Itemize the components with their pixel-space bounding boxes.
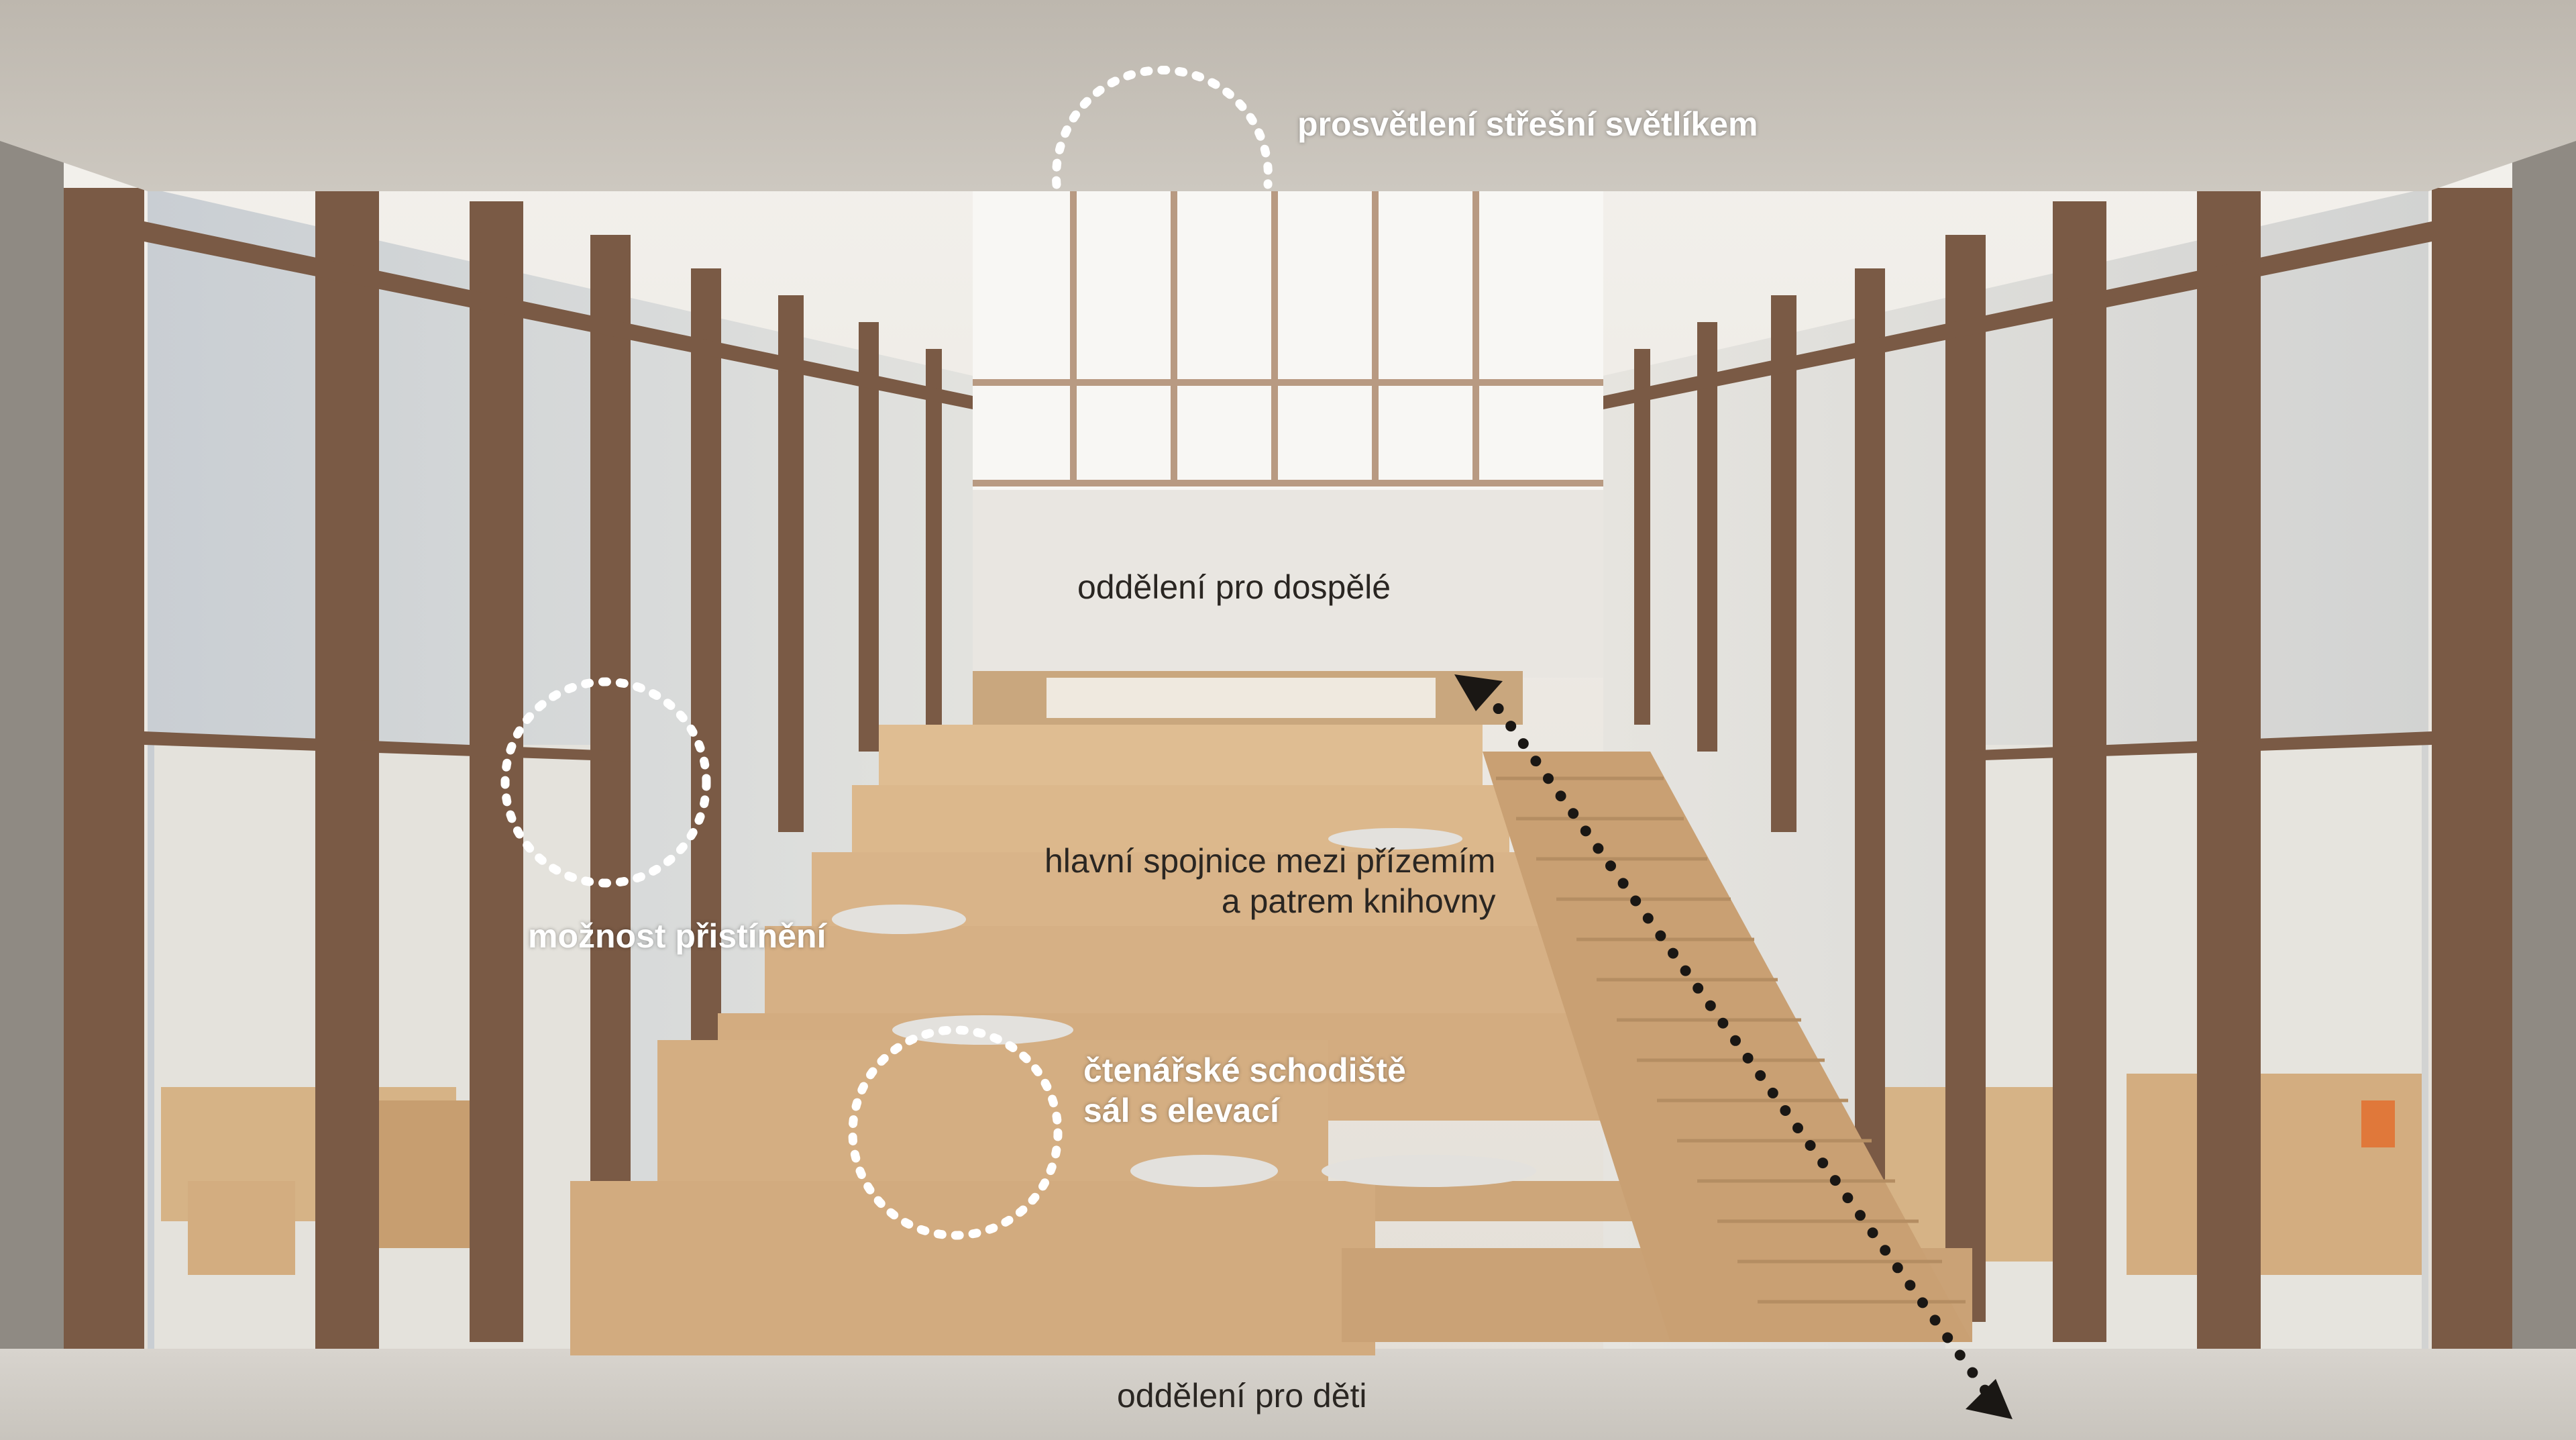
stairs-dashed-circle xyxy=(848,1025,1063,1240)
main-connection-label: hlavní spojnice mezi přízemím a patrem k… xyxy=(1044,841,1495,921)
left-childrens-area xyxy=(154,745,624,1362)
skylight-glazing xyxy=(973,188,1603,678)
skylight-label: prosvětlení střešní světlíkem xyxy=(1297,105,1758,143)
main-connection-line-2: a patrem knihovny xyxy=(1221,882,1496,920)
main-connection-line-1: hlavní spojnice mezi přízemím xyxy=(1044,842,1496,880)
arrowhead-top xyxy=(1454,674,1503,711)
shading-option-label: možnost přistínění xyxy=(528,917,826,955)
connection-dotted-arrow xyxy=(1454,674,2012,1419)
reading-staircase-line-2: sál s elevací xyxy=(1083,1092,1279,1129)
seat-cushions xyxy=(832,828,1536,1187)
shading-dashed-circle xyxy=(500,677,711,888)
right-stone-wall xyxy=(2512,141,2576,1440)
stair-treads xyxy=(1496,776,1966,1304)
reading-staircase-label: čtenářské schodiště sál s elevací xyxy=(1083,1050,1406,1131)
left-timber-frame xyxy=(64,188,973,1382)
right-timber-frame xyxy=(1603,188,2512,1382)
reading-staircase-line-1: čtenářské schodiště xyxy=(1083,1051,1406,1089)
skylight-dashed-circle xyxy=(1052,65,1273,189)
arrowhead-bottom xyxy=(1966,1379,2012,1419)
adults-department-label: oddělení pro dospělé xyxy=(1077,568,1391,606)
childrens-department-label: oddělení pro děti xyxy=(1117,1377,1367,1415)
floor xyxy=(0,1349,2576,1440)
reading-staircase xyxy=(570,725,1972,1355)
left-stone-wall xyxy=(0,141,64,1440)
upper-gallery-shelving xyxy=(973,671,1523,725)
concrete-roof-beam xyxy=(0,0,2576,191)
annotation-circles xyxy=(500,65,1273,1240)
